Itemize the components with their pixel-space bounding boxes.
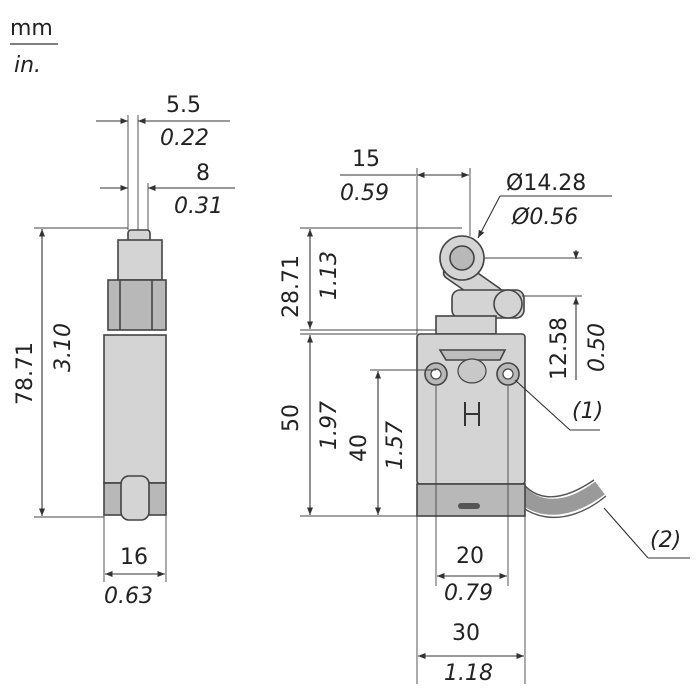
dim-hole-horizontal-in: 0.79: [444, 581, 493, 606]
dim-hole-vertical-in: 1.57: [383, 421, 408, 470]
front-dimensions: 15 0.59 Ø14.28 Ø0.56 28.71 1.13 12.58 0.…: [279, 147, 690, 686]
side-dimensions: 5.5 0.22 8 0.31 78.71 3.10 16 0.63: [13, 93, 235, 609]
callout-cable: (2): [650, 528, 681, 553]
base-slot: [458, 503, 480, 509]
dim-pivot-height-mm: 12.58: [547, 317, 572, 380]
dim-hole-horizontal-mm: 20: [456, 544, 484, 569]
dim-body-width-mm: 30: [452, 621, 480, 646]
dim-side-base-in: 0.63: [104, 584, 153, 609]
callout-mounting-hole: (1): [572, 399, 603, 424]
dim-head-height-in: 1.13: [317, 251, 342, 300]
dim-roller-dia-mm: Ø14.28: [506, 171, 586, 196]
unit-primary: mm: [10, 16, 53, 41]
units-legend: mm in.: [10, 16, 58, 78]
front-base: [416, 483, 526, 517]
dim-side-mid-mm: 8: [196, 161, 210, 186]
dim-lever-offset-in: 0.59: [340, 181, 389, 206]
pivot: [493, 289, 523, 319]
dim-side-top-in: 0.22: [160, 126, 209, 151]
roller-hub: [449, 245, 475, 271]
head-base: [435, 315, 497, 335]
dim-body-height-in: 1.97: [317, 401, 342, 450]
dim-head-height-mm: 28.71: [279, 255, 304, 318]
dim-side-height-mm: 78.71: [13, 342, 38, 405]
dim-side-mid-in: 0.31: [174, 194, 223, 219]
dim-side-height-in: 3.10: [51, 323, 76, 372]
side-neck: [107, 279, 167, 331]
front-view: [416, 235, 607, 519]
dim-hole-vertical-mm: 40: [347, 434, 372, 462]
dim-body-width-in: 1.18: [444, 661, 493, 686]
dim-roller-dia-in: Ø0.56: [511, 205, 578, 230]
side-body: [103, 334, 167, 484]
dim-side-top-mm: 5.5: [166, 93, 201, 118]
dim-body-height-mm: 50: [279, 404, 304, 432]
side-gland: [120, 475, 150, 521]
side-head: [117, 239, 163, 281]
side-view: [103, 229, 167, 521]
dim-pivot-height-in: 0.50: [585, 323, 610, 372]
dim-lever-offset-mm: 15: [352, 147, 380, 172]
unit-secondary: in.: [14, 53, 41, 78]
dim-side-base-mm: 16: [120, 545, 148, 570]
operation-symbol-icon: [464, 402, 480, 426]
